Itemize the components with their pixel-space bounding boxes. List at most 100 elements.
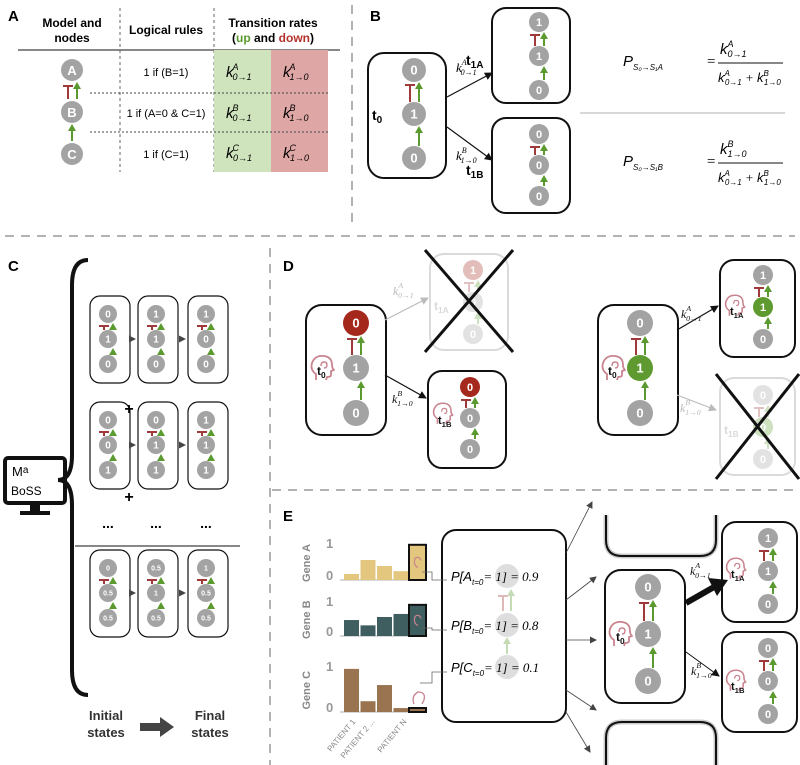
bar <box>393 571 409 580</box>
node-a: 0 <box>460 377 480 397</box>
inhibition-edge-icon <box>405 84 415 102</box>
node-a: 0 <box>147 411 165 429</box>
svg-text:0: 0 <box>760 422 766 434</box>
activation-edge-icon <box>769 658 777 671</box>
transition-arrow-a <box>446 72 493 98</box>
svg-text:0: 0 <box>644 580 651 595</box>
svg-text:1: 1 <box>470 265 476 277</box>
node-c: 0 <box>753 329 773 349</box>
activation-edge-icon <box>474 312 482 324</box>
time-label: t1B <box>438 415 452 429</box>
bar <box>344 620 359 636</box>
activation-edge-icon <box>157 348 165 355</box>
activation-edge-icon <box>471 428 479 439</box>
activation-edge-icon <box>641 381 649 400</box>
svg-text:0: 0 <box>765 709 771 721</box>
patient-head-icon <box>724 294 746 316</box>
activation-edge-icon <box>540 175 548 186</box>
svg-text:1: 1 <box>765 566 771 578</box>
logo-text-top: Ma <box>12 464 29 479</box>
panel-dividers <box>5 5 795 765</box>
activation-edge-icon <box>649 600 657 621</box>
inhibition-edge-icon <box>99 431 109 436</box>
dots-1: ... <box>102 515 114 531</box>
activation-edge-icon <box>415 82 423 102</box>
svg-text:0.5: 0.5 <box>103 591 113 598</box>
activation-edge-icon <box>357 381 365 400</box>
svg-text:0: 0 <box>410 63 417 78</box>
y-tick-bottom: 0 <box>326 700 333 715</box>
inhibition-edge-icon <box>639 602 649 621</box>
model-node-a: A <box>61 59 83 81</box>
inhibition-edge-icon <box>63 85 73 99</box>
svg-text:0: 0 <box>153 360 159 371</box>
time-label: t1B <box>724 423 739 439</box>
gene-label: Gene C <box>301 671 313 710</box>
inhibition-edge-icon <box>759 550 769 561</box>
node-b: 0 <box>529 155 549 175</box>
svg-text:C: C <box>67 147 77 162</box>
inhibition-edge-icon <box>530 34 540 46</box>
activation-edge-icon <box>769 581 777 594</box>
panel-label-b: B <box>370 8 381 25</box>
node-b: 0.5 <box>99 584 117 602</box>
trajectory-arrows <box>565 501 597 753</box>
inhibition-edge-icon <box>754 407 764 417</box>
svg-text:0: 0 <box>760 390 766 402</box>
activation-edge-icon <box>109 429 117 436</box>
svg-text:0: 0 <box>153 416 159 427</box>
activation-edge-icon <box>207 454 215 461</box>
node-a: 0 <box>529 124 549 144</box>
svg-text:0: 0 <box>536 191 542 203</box>
blocked-transition-cross-icon <box>714 373 800 480</box>
dots-2: ... <box>150 515 162 531</box>
inhibition-edge-icon <box>197 325 207 330</box>
arrow-initial-to-final-icon <box>140 717 174 737</box>
svg-text:0: 0 <box>765 676 771 688</box>
svg-text:A: A <box>67 63 77 78</box>
svg-text:0.5: 0.5 <box>151 566 161 573</box>
time-label: t0 <box>616 630 625 646</box>
node-c: 0 <box>753 449 773 469</box>
svg-text:1: 1 <box>636 361 643 376</box>
node-b: 0 <box>753 417 773 437</box>
panel-c: C Ma BoSS 01011010000101111100.50.50.510… <box>3 258 240 740</box>
bar <box>377 617 392 636</box>
svg-text:1: 1 <box>204 566 208 573</box>
label-t1a: t1A <box>466 52 483 71</box>
gene-label: Gene B <box>301 600 313 639</box>
dominant-transition-arrow <box>684 584 716 606</box>
inhibition-edge-icon <box>147 579 157 584</box>
svg-text:0.5: 0.5 <box>103 616 113 623</box>
node-a: 1 <box>463 260 483 280</box>
svg-text:1: 1 <box>203 310 209 321</box>
state-box-t1b: 0 0 0 <box>491 117 571 214</box>
panel-label-a: A <box>8 8 19 25</box>
patient-head-icon <box>432 402 454 424</box>
initial-states-label-1: Initial <box>89 708 123 723</box>
gene-chart-1: Gene A10 <box>301 536 427 583</box>
node-a: 0 <box>627 310 653 336</box>
svg-text:1: 1 <box>153 335 159 346</box>
node-b: 1 <box>402 102 426 126</box>
node-a: 1 <box>197 411 215 429</box>
node-a: 1 <box>529 12 549 32</box>
simulation-state-3-1: 00.50.5 <box>89 549 131 638</box>
node-a: 0 <box>753 385 773 405</box>
bar-highlighted <box>408 543 427 581</box>
inhibition-edge-icon <box>461 399 471 408</box>
svg-text:0: 0 <box>467 382 473 394</box>
activation-edge-icon <box>109 577 117 584</box>
simulation-state-1-1: 010 <box>89 295 131 384</box>
final-states-label-1: Final <box>195 708 225 723</box>
node-a: 0 <box>402 58 426 82</box>
patient-head-icon <box>413 556 422 568</box>
gene-chart-3: Gene C 1 0 <box>301 659 427 715</box>
y-tick-top: 1 <box>326 659 333 674</box>
x-tick-label: PATIENT N <box>376 717 409 754</box>
